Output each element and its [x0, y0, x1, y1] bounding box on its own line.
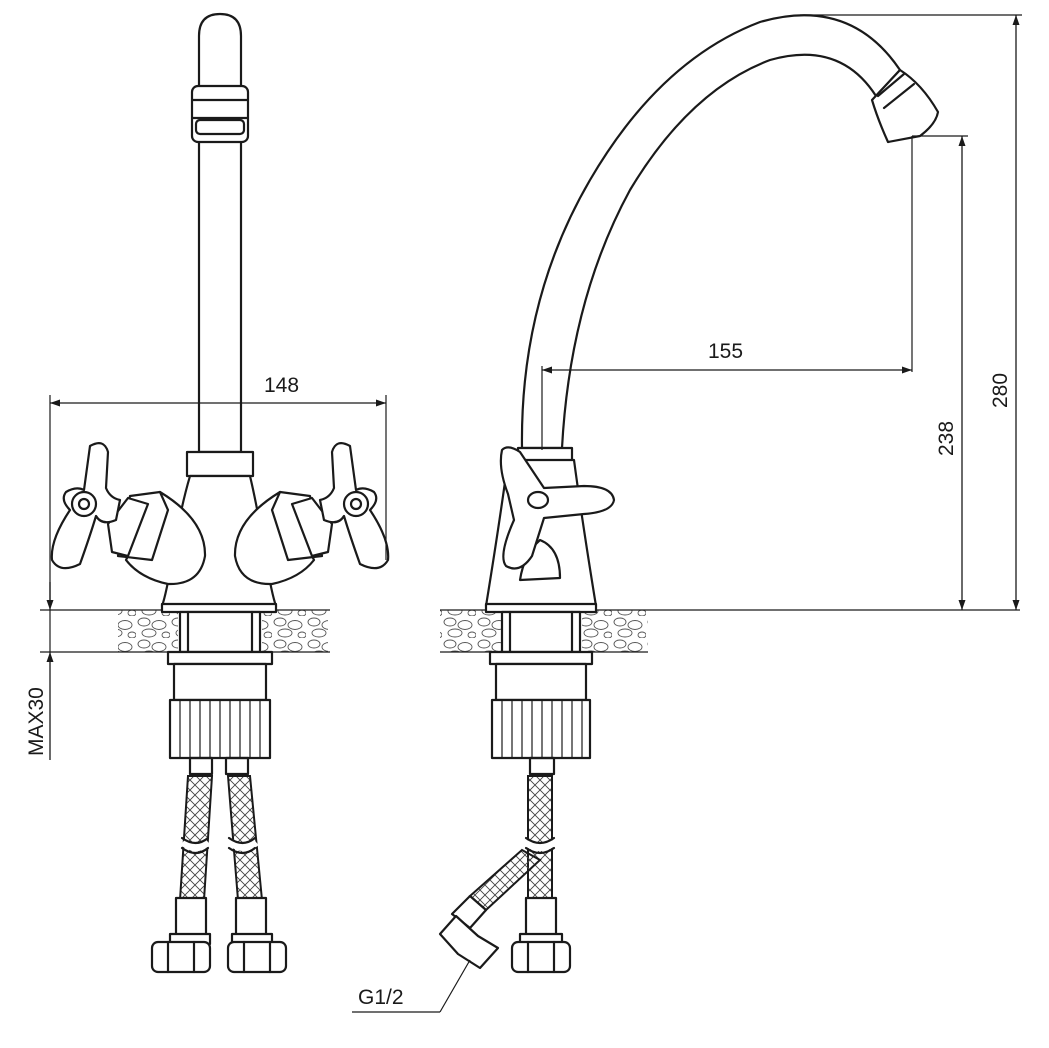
thread-callout-label: G1/2: [358, 986, 404, 1009]
faucet-side-view: [438, 14, 940, 974]
dimension-max-thickness-label: MAX30: [25, 687, 48, 756]
dimension-width: 148: [49, 374, 387, 600]
faucet-front-view: [50, 12, 390, 974]
dimension-reach-label: 155: [708, 340, 743, 363]
thread-callout: G1/2: [352, 959, 471, 1013]
spout-tube-front: [197, 138, 243, 454]
spout-curved-side: [520, 14, 902, 450]
flex-hoses-side: [438, 756, 572, 974]
dimension-width-label: 148: [264, 374, 299, 397]
hose-nut-right: [226, 940, 288, 974]
dimension-total-height-label: 280: [989, 373, 1012, 408]
hose-nut-left: [150, 940, 212, 974]
cross-handle-side: [499, 446, 616, 570]
mounting-nut-side: [490, 698, 592, 760]
mounting-shank-side: [500, 610, 582, 654]
dimension-outlet-height-label: 238: [935, 421, 958, 456]
spout-collar-front: [185, 450, 255, 478]
hose-nut-side-straight: [510, 940, 572, 974]
spout-tip-front: [197, 12, 243, 90]
dimension-outlet-height: 238: [912, 135, 968, 610]
hose-nut-side-angled: [438, 914, 500, 970]
dimension-reach: 155: [541, 136, 913, 450]
dimension-total-height: 280: [800, 14, 1022, 610]
countertop-right-view: [440, 609, 1020, 653]
countertop-left-view: [40, 609, 330, 653]
mounting-shank-front: [178, 610, 262, 654]
dimension-max-thickness: MAX30: [25, 582, 54, 760]
flex-hoses-front: [150, 756, 288, 974]
